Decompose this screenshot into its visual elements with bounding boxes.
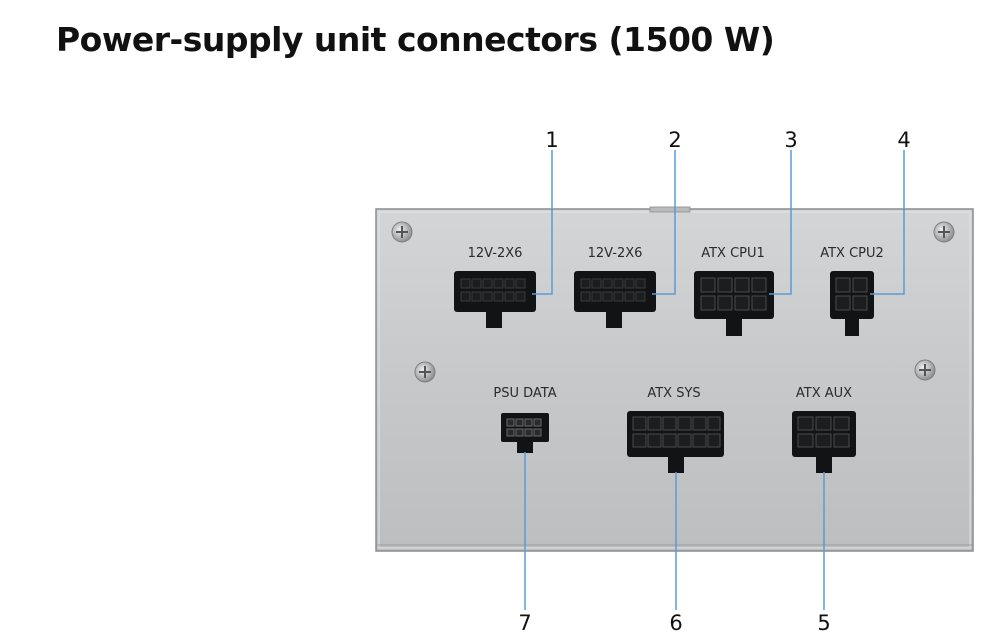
callout-lines bbox=[524, 150, 905, 610]
connector-label: 12V-2X6 bbox=[588, 246, 643, 261]
connector-atx-cpu1: ATX CPU1 bbox=[694, 246, 774, 336]
callout-number-6: 6 bbox=[669, 611, 682, 635]
screw-icon bbox=[933, 221, 955, 243]
callout-line-4 bbox=[870, 150, 905, 295]
callout-number-2: 2 bbox=[668, 128, 681, 152]
callout-number-7: 7 bbox=[518, 611, 531, 635]
connector-atx-aux: ATX AUX bbox=[792, 386, 856, 473]
callout-line-3 bbox=[769, 150, 792, 295]
screw-icon bbox=[914, 359, 936, 381]
connector-atx-sys: ATX SYS bbox=[627, 386, 724, 473]
connector-label: PSU DATA bbox=[493, 386, 556, 401]
connector-label: ATX CPU2 bbox=[820, 246, 884, 261]
screw-icon bbox=[391, 221, 413, 243]
callout-number-5: 5 bbox=[817, 611, 830, 635]
connector-12v-2x6-1: 12V-2X6 bbox=[454, 246, 536, 328]
connector-label: 12V-2X6 bbox=[468, 246, 523, 261]
connector-atx-cpu2: ATX CPU2 bbox=[820, 246, 884, 336]
connector-12v-2x6-2: 12V-2X6 bbox=[574, 246, 656, 328]
callout-line-1 bbox=[532, 150, 553, 295]
callout-number-1: 1 bbox=[545, 128, 558, 152]
connector-label: ATX AUX bbox=[796, 386, 852, 401]
callout-number-3: 3 bbox=[784, 128, 797, 152]
connector-psu-data: PSU DATA bbox=[493, 386, 557, 453]
callout-line-2 bbox=[652, 150, 676, 295]
screw-icon bbox=[414, 361, 436, 383]
connector-label: ATX SYS bbox=[647, 386, 700, 401]
page-title: Power-supply unit connectors (1500 W) bbox=[56, 20, 775, 59]
callout-number-4: 4 bbox=[897, 128, 910, 152]
connector-label: ATX CPU1 bbox=[701, 246, 765, 261]
